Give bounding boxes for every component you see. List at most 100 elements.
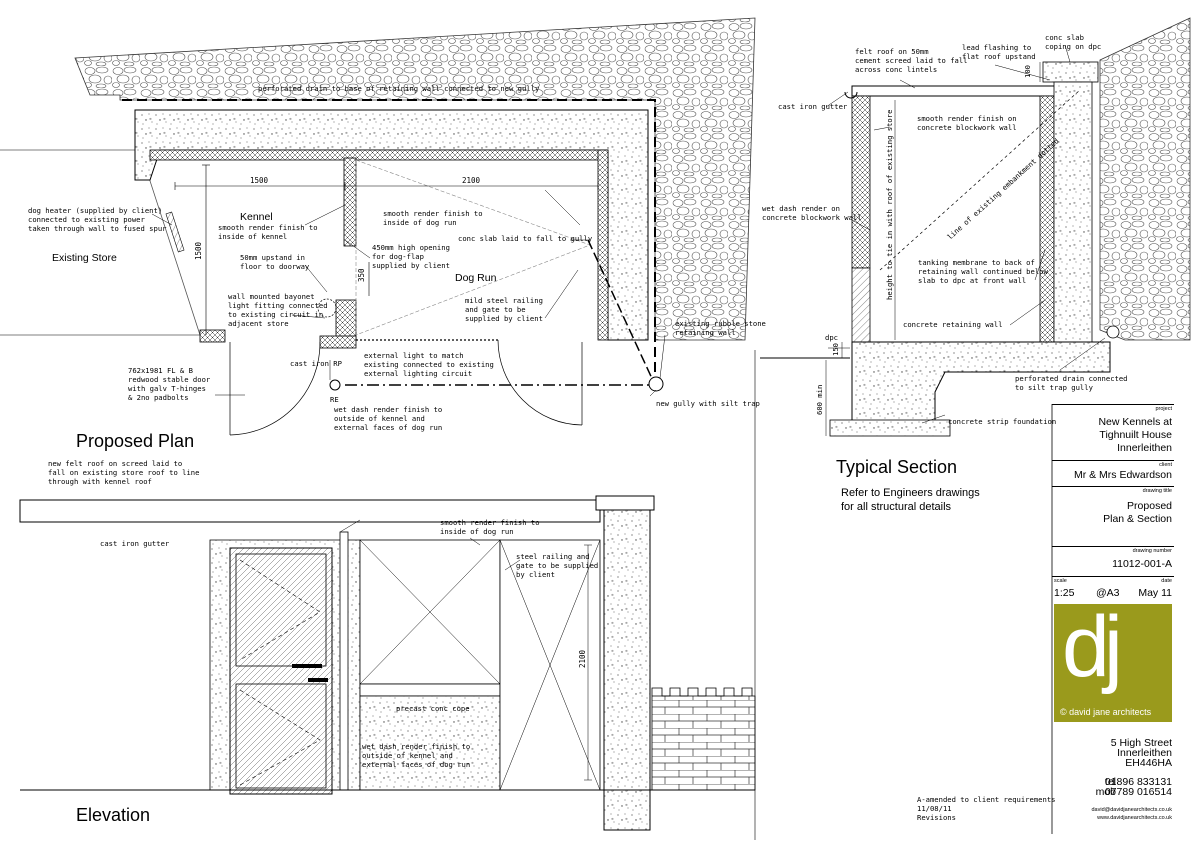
- elevation-title: Elevation: [76, 805, 150, 825]
- logo-mark: dj: [1062, 599, 1123, 695]
- dim-350: 350: [357, 268, 366, 282]
- stable-door-label: 762x1981 FL & B redwood stable door with…: [128, 366, 215, 402]
- external-light-label: external light to match existing connect…: [364, 351, 498, 378]
- front-blockwork-wall: [851, 95, 871, 269]
- door-bolt-icon-2: [308, 678, 328, 682]
- practice-contact: david@davidjanearchitects.co.uk www.davi…: [1092, 806, 1173, 822]
- project-name: New Kennels at Tighnuilt House Innerleit…: [1098, 416, 1172, 454]
- dim-1500: 1500: [250, 176, 269, 185]
- door-bolt-icon: [292, 664, 322, 668]
- scale-value: 1:25: [1054, 587, 1075, 599]
- light-fitting-icon: [317, 298, 337, 318]
- stable-door-frame: [235, 553, 327, 667]
- drawing-number-caption: drawing number: [1132, 548, 1172, 554]
- slab-label: conc slab laid to fall to gully: [458, 234, 593, 243]
- practice-address: 5 High Street Innerleithen EH446HA: [1110, 737, 1172, 769]
- height-label: height to tie in with roof of existing s…: [885, 110, 894, 300]
- railing-label: mild steel railing and gate to be suppli…: [465, 296, 547, 323]
- tanking-label: tanking membrane to back of retaining wa…: [918, 258, 1052, 285]
- kennel-left-wall: [199, 329, 226, 343]
- retaining-wall: [1053, 81, 1093, 345]
- strip-foundation-label: concrete strip foundation: [948, 417, 1056, 426]
- felt-roof-label: felt roof on 50mm cement screed laid to …: [855, 47, 972, 74]
- elevation-leaders: [339, 519, 592, 781]
- dog-heater-label: dog heater (supplied by client) connecte…: [28, 206, 167, 233]
- existing-store-label: Existing Store: [52, 252, 117, 264]
- client-name: Mr & Mrs Edwardson: [1073, 469, 1172, 481]
- door-brace-lines: [239, 559, 321, 786]
- perforated-drain-line: [122, 99, 656, 385]
- date-value: May 11: [1138, 587, 1172, 599]
- drawing-title-caption: drawing title: [1142, 488, 1172, 494]
- existing-store-roof: [19, 499, 601, 523]
- practice-logo: dj © david jane architects: [1054, 599, 1172, 722]
- elevation: new felt roof on screed laid to fall on …: [19, 350, 756, 840]
- section-embankment: [1099, 17, 1191, 341]
- rear-blockwork-wall: [1039, 95, 1055, 347]
- kennel-label: Kennel: [240, 211, 273, 223]
- kennel-render-label: smooth render finish to inside of kennel: [218, 223, 322, 241]
- gate-panel-cross: [499, 539, 601, 791]
- drawing-title: Proposed Plan & Section: [1103, 500, 1172, 525]
- downpipe: [339, 531, 349, 791]
- dim-2100: 2100: [462, 176, 481, 185]
- wet-dash-render-label: wet dash render on concrete blockwork wa…: [762, 204, 862, 222]
- email-link[interactable]: david@davidjanearchitects.co.uk: [1091, 807, 1173, 813]
- light-fitting-label: wall mounted bayonet light fitting conne…: [228, 292, 332, 328]
- rainwater-pipe-icon: [329, 379, 341, 391]
- plan-dimensions: [174, 164, 599, 335]
- lower-front-wall: [851, 267, 871, 343]
- elevation-dim-2100: 2100: [578, 649, 587, 668]
- elevation-gutter-label: cast iron gutter: [100, 539, 170, 548]
- rubble-wall-elevation: [651, 695, 756, 791]
- elevation-smooth-label: smooth render finish to inside of dog ru…: [440, 518, 544, 536]
- precast-cope: [359, 683, 501, 697]
- section-gutter-label: cast iron gutter: [778, 102, 848, 111]
- title-block: project New Kennels at Tighnuilt House I…: [1052, 404, 1174, 834]
- engineers-note: Refer to Engineers drawings for all stru…: [841, 487, 983, 513]
- coping-slab: [1042, 61, 1099, 83]
- dim-1500-vertical: 1500: [194, 241, 203, 260]
- perforated-drain-label: perforated drain connected to silt trap …: [1015, 374, 1132, 392]
- stable-door: [229, 547, 333, 795]
- client-caption: client: [1159, 462, 1172, 468]
- sheet-size: @A3: [1096, 587, 1120, 599]
- existing-store-outline: [0, 149, 201, 336]
- rodding-eye-label: RE: [330, 395, 339, 404]
- proposed-plan: 1500 2100 1500 350 perforated drain to b…: [0, 17, 766, 451]
- scale-caption: scale: [1054, 578, 1067, 584]
- dog-run-label: Dog Run: [455, 272, 497, 284]
- kennel-back-wall: [149, 149, 609, 161]
- dim-150: 150: [831, 343, 840, 356]
- precast-cope-label: precast conc cope: [396, 704, 470, 713]
- elevation-railing-label: steel railing and gate to be supplied by…: [516, 552, 603, 579]
- web-link[interactable]: www.davidjanearchitects.co.uk: [1097, 815, 1172, 821]
- coping-label: conc slab coping on dpc: [1045, 33, 1101, 51]
- mob-label: mob: [1095, 786, 1116, 798]
- tel-number: 01896 833131: [1104, 776, 1172, 788]
- proposed-plan-title: Proposed Plan: [76, 431, 194, 451]
- plan-leaders: [151, 189, 666, 397]
- dog-run-render-label: smooth render finish to inside of dog ru…: [383, 209, 487, 227]
- elevation-roof-label: new felt roof on screed laid to fall on …: [48, 459, 204, 486]
- tel-label: tel: [1104, 776, 1116, 788]
- logo-copyright: © david jane architects: [1060, 707, 1152, 717]
- kennel-front-wall: [335, 299, 357, 341]
- pier: [603, 509, 651, 831]
- typical-section: felt roof on 50mm cement screed laid to …: [760, 17, 1191, 513]
- embankment-dotted-line: [879, 89, 1081, 271]
- mob-number: 07789 016514: [1104, 786, 1172, 798]
- gully-label: new gully with silt trap: [656, 399, 760, 408]
- slab-fall-line: [587, 239, 656, 386]
- drawing-number: 11012-001-A: [1112, 558, 1172, 570]
- dpc-label: dpc: [825, 333, 838, 342]
- kennel-right-wall: [597, 149, 609, 341]
- date-caption: date: [1161, 578, 1172, 584]
- drain-label: perforated drain to base of retaining wa…: [258, 84, 540, 93]
- dim-600-min: 600 min: [815, 385, 824, 415]
- dog-run-panel-cross: [359, 539, 501, 685]
- dog-heater-icon: [165, 211, 185, 253]
- strip-foundation: [829, 419, 951, 437]
- section-leaders: [825, 44, 1106, 436]
